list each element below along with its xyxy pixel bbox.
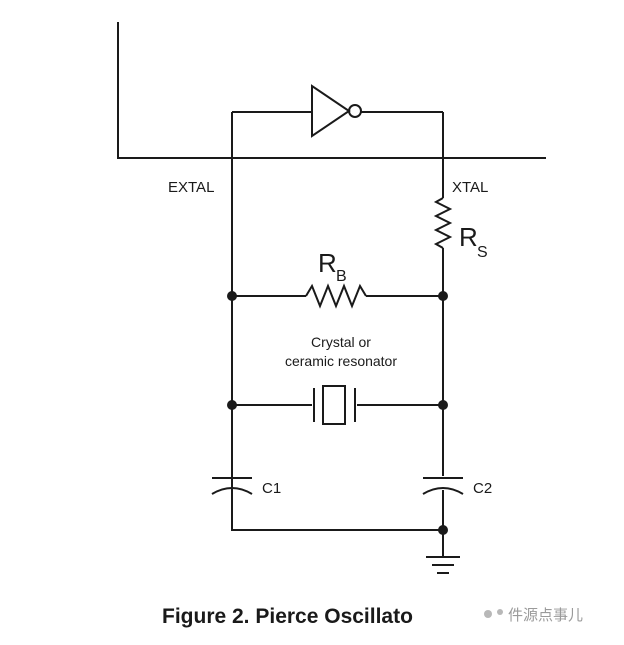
junction-dot	[438, 525, 448, 535]
figure-caption: Figure 2. Pierce Oscillato	[162, 605, 413, 628]
rb-subscript: B	[336, 268, 347, 285]
inverter-bubble	[348, 104, 362, 118]
rs-resistor	[433, 197, 453, 249]
junction-dot	[227, 291, 237, 301]
watermark-icon	[484, 609, 503, 618]
c1-plate-bottom	[211, 487, 253, 495]
c2-plate-bottom	[422, 487, 464, 495]
junction-dot	[438, 291, 448, 301]
resonator-label-line2: ceramic resonator	[285, 353, 397, 369]
junction-dot	[227, 400, 237, 410]
resonator-label-line1: Crystal or	[311, 334, 371, 350]
rb-resistor	[305, 283, 367, 309]
watermark-text: 件源点事儿	[508, 607, 583, 624]
rs-label: R	[459, 222, 478, 252]
xtal-label: XTAL	[452, 179, 488, 196]
extal-label: EXTAL	[168, 179, 214, 196]
c1-label: C1	[262, 480, 281, 497]
junction-dot	[438, 400, 448, 410]
crystal-body	[322, 385, 346, 425]
rs-subscript: S	[477, 244, 488, 261]
rb-label: R	[318, 248, 337, 278]
inverter-triangle	[311, 84, 351, 138]
c2-label: C2	[473, 480, 492, 497]
